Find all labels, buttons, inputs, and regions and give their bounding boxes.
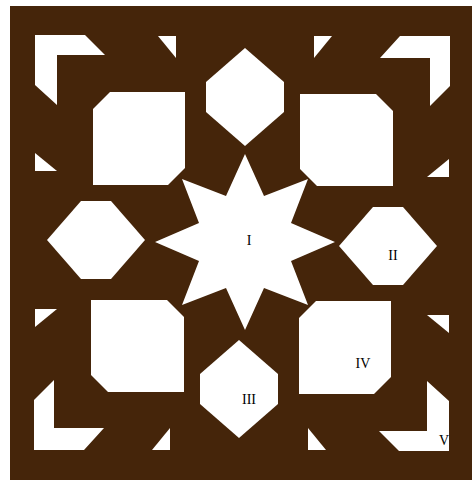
- white-shapes: [34, 35, 450, 451]
- quadrant: [35, 35, 332, 185]
- part-label: II: [388, 249, 397, 263]
- part-label: V: [439, 434, 449, 448]
- part-label: I: [247, 234, 252, 248]
- corner-chevron: [35, 35, 105, 105]
- part-label: IV: [356, 357, 371, 371]
- octagon: [93, 92, 185, 185]
- diamond: [206, 48, 284, 146]
- tile-ground: [10, 6, 472, 480]
- edge-triangle: [158, 36, 176, 58]
- part-label: III: [242, 393, 256, 407]
- edge-triangle: [314, 36, 332, 58]
- central-star: [155, 154, 335, 330]
